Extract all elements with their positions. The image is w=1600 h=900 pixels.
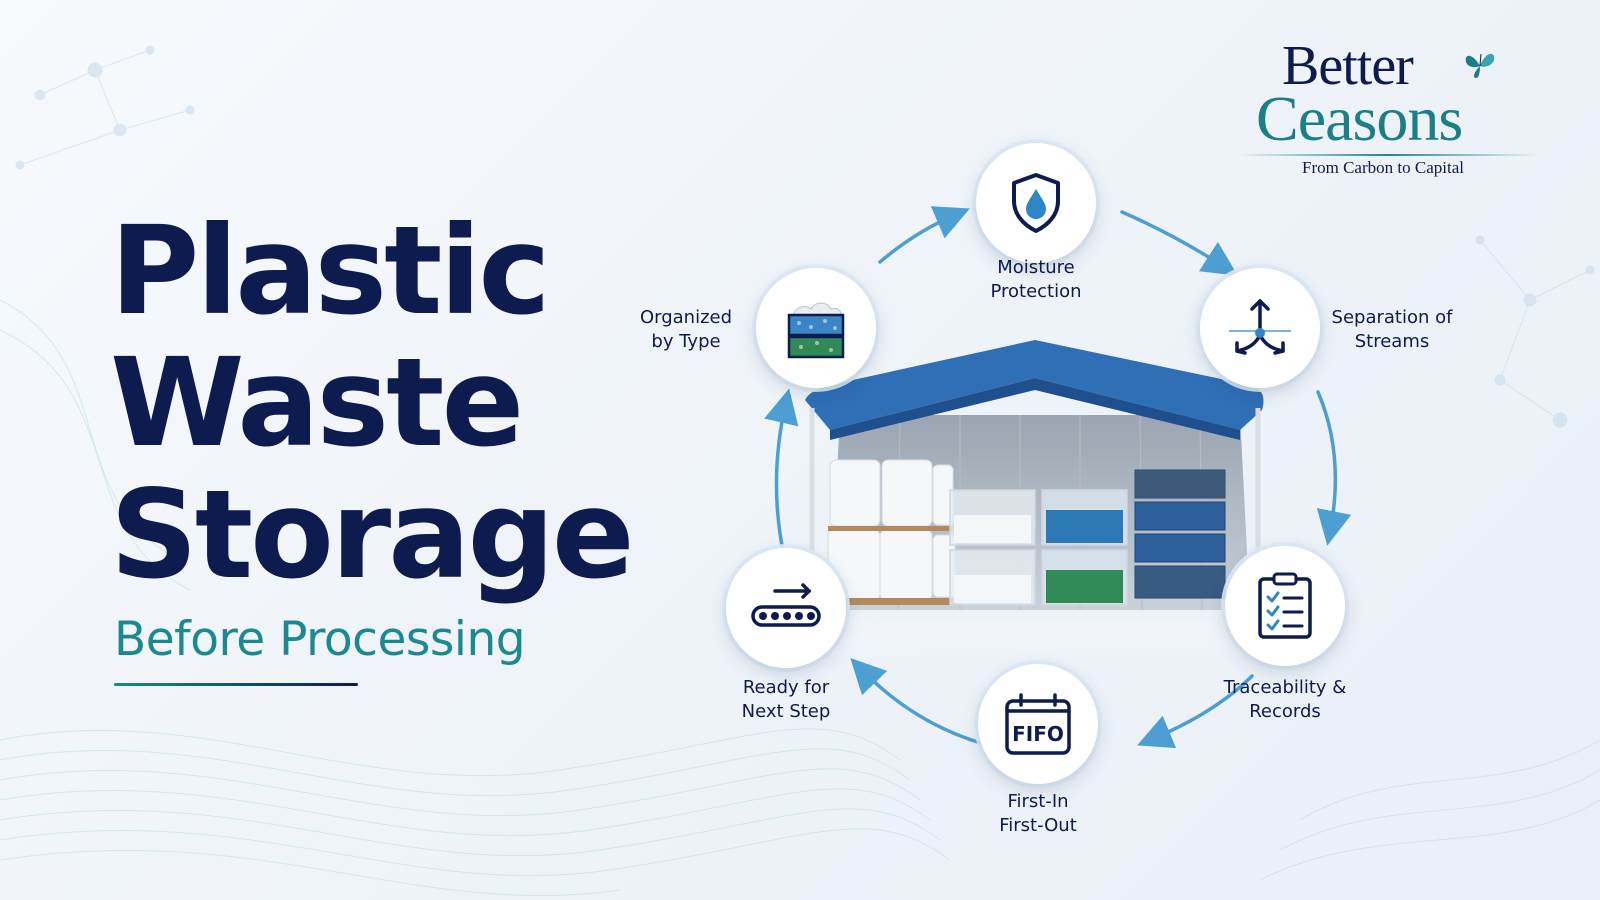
logo-tagline: From Carbon to Capital <box>1302 158 1464 177</box>
cycle-label-separation: Separation of Streams <box>1331 307 1453 352</box>
cycle-node-traceability <box>1225 546 1345 666</box>
cycle-node-fifo: FIFO <box>978 664 1098 784</box>
subtitle-underline <box>114 683 358 686</box>
cycle-node-moisture <box>976 143 1096 263</box>
cycle-node-separation <box>1200 268 1320 388</box>
water-drop-shield-icon <box>1012 173 1060 233</box>
cycle-node-ready <box>726 548 846 668</box>
logo-divider <box>1238 154 1538 156</box>
fifo-icon-text: FIFO <box>1012 722 1064 746</box>
clipboard-checklist-icon <box>1258 572 1312 639</box>
cycle-label-ready: Ready for Next Step <box>741 677 831 722</box>
conveyor-belt-icon <box>751 583 821 627</box>
cycle-label-organized: Organized by Type <box>639 307 733 352</box>
title-line-2: Waste <box>110 332 524 474</box>
butterfly-icon <box>1465 53 1495 78</box>
title-line-3: Storage <box>110 464 635 606</box>
cycle-label-moisture: Moisture Protection <box>990 257 1082 302</box>
brand-logo: Better Ceasons From Carbon to Capital <box>1238 34 1576 184</box>
page-title: Plastic Waste Storage <box>110 200 635 606</box>
cycle-node-organized <box>756 268 876 388</box>
split-arrows-icon <box>1229 299 1291 355</box>
cycle-label-fifo: First-In First-Out <box>999 791 1077 836</box>
logo-line-2: Ceasons <box>1256 83 1463 154</box>
cycle-label-traceability: Traceability & Records <box>1223 677 1347 722</box>
logo-line-1: Better <box>1282 35 1414 97</box>
sorted-bins-icon <box>787 302 845 359</box>
fifo-calendar-icon: FIFO <box>1005 693 1071 755</box>
subtitle: Before Processing <box>114 612 526 667</box>
warehouse-illustration <box>790 340 1290 660</box>
title-line-1: Plastic <box>110 200 551 342</box>
